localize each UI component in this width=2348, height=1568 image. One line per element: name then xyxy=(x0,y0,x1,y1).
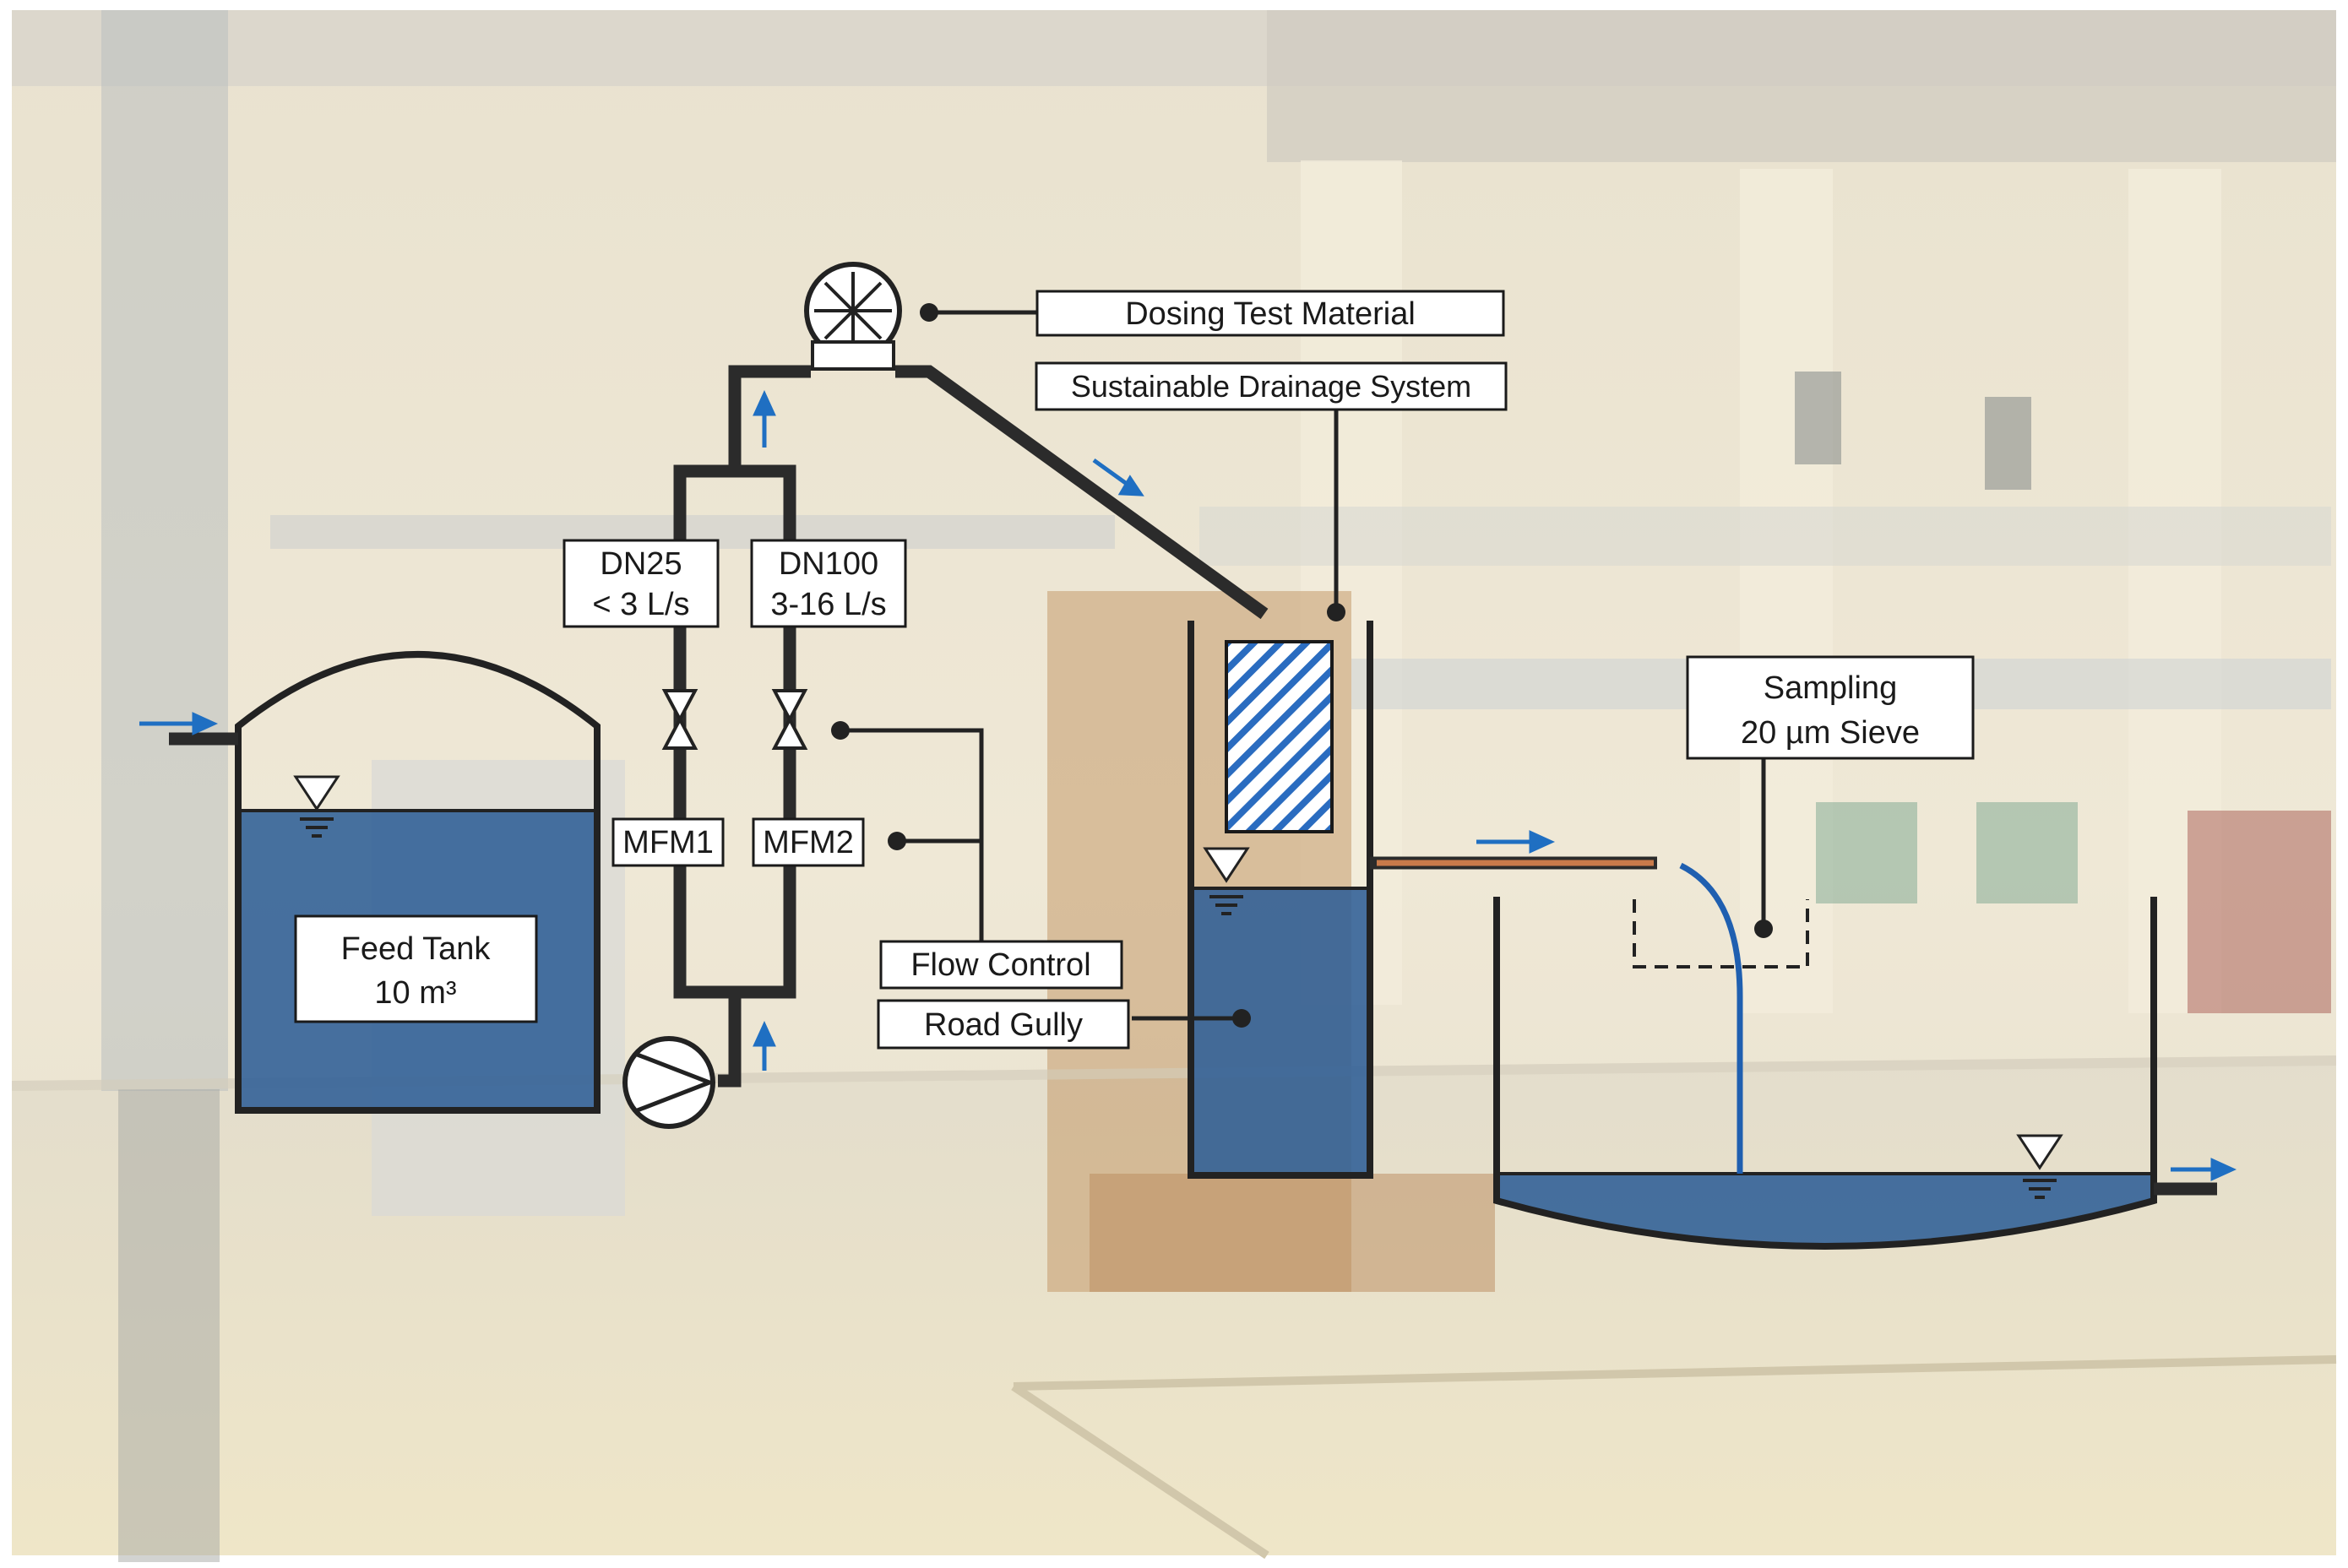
overhead-duct xyxy=(1199,507,2331,566)
leader-dot xyxy=(888,832,906,850)
flow-arrow-icon xyxy=(1476,830,1556,854)
label-mfm2-text: MFM2 xyxy=(763,825,854,860)
label-feed-tank-line2: 10 m³ xyxy=(374,975,456,1011)
label-sampling: Sampling 20 µm Sieve xyxy=(1686,655,1975,760)
floor-marking xyxy=(1011,1382,1269,1560)
crane-structure xyxy=(1267,10,2336,162)
label-dosing-text: Dosing Test Material xyxy=(1125,296,1416,332)
label-road-gully: Road Gully xyxy=(877,999,1130,1050)
parallel-lines-loop xyxy=(673,464,796,999)
label-dn25-line2: < 3 L/s xyxy=(592,587,689,622)
label-mfm1: MFM1 xyxy=(611,817,725,867)
label-dn25: DN25 < 3 L/s xyxy=(563,539,720,628)
road-gully-outline xyxy=(1188,621,1373,1179)
leader-dot xyxy=(831,721,850,740)
collection-basin-water xyxy=(1497,1174,2154,1246)
label-feed-tank: Feed Tank 10 m³ xyxy=(294,914,538,1023)
pallet-stack xyxy=(1090,1174,1495,1292)
downcomer-pipe xyxy=(895,365,1269,620)
steel-column xyxy=(101,10,228,1091)
label-dn100-line1: DN100 xyxy=(779,546,878,582)
gate-valve-icon xyxy=(661,689,698,750)
label-flow-control-text: Flow Control xyxy=(910,947,1090,983)
road-gully xyxy=(1188,621,1373,1179)
collection-basin xyxy=(1493,862,2157,1250)
floor-rail xyxy=(118,1089,220,1562)
label-dn100: DN100 3-16 L/s xyxy=(750,539,907,628)
flow-control-leader xyxy=(840,728,984,941)
collection-basin-outline xyxy=(1493,897,2157,1250)
label-dn100-line2: 3-16 L/s xyxy=(770,587,886,622)
diaphragm-pump-icon xyxy=(804,262,902,371)
floor-marking xyxy=(1013,1355,2337,1391)
wall-window xyxy=(1795,372,1841,464)
wall-window xyxy=(1985,397,2031,490)
flow-arrows xyxy=(139,389,2237,1181)
flow-arrow-icon xyxy=(753,1020,776,1071)
water-level-icon xyxy=(1203,847,1250,915)
riser-pipe xyxy=(728,365,811,471)
feed-tank-outline xyxy=(235,651,601,1114)
label-dosing: Dosing Test Material xyxy=(1035,290,1505,337)
label-mfm1-text: MFM1 xyxy=(622,825,714,860)
gate-valve-icon xyxy=(771,689,808,750)
green-cabinet xyxy=(1976,802,2078,903)
flow-arrow-icon xyxy=(753,389,776,448)
flow-arrow-icon xyxy=(139,712,219,735)
label-suds: Sustainable Drainage System xyxy=(1035,361,1508,411)
sampling-sieve xyxy=(1633,899,1809,968)
label-flow-control: Flow Control xyxy=(879,940,1123,990)
label-feed-tank-line1: Feed Tank xyxy=(341,931,492,967)
water-level-icon xyxy=(293,775,340,838)
centrifugal-pump-icon xyxy=(622,1036,715,1129)
outflow-jet xyxy=(1679,862,1743,1174)
label-dn25-line1: DN25 xyxy=(600,546,682,582)
leader-dot xyxy=(1754,920,1773,938)
green-cabinet xyxy=(1816,802,1917,903)
label-mfm2: MFM2 xyxy=(752,817,865,867)
piping xyxy=(169,365,2217,1196)
water-level-icon xyxy=(2016,1134,2063,1199)
leader-lines xyxy=(831,303,1773,1028)
flow-arrow-icon xyxy=(2171,1158,2237,1181)
label-suds-text: Sustainable Drainage System xyxy=(1071,369,1471,404)
background-photo xyxy=(12,10,2337,1562)
flow-arrow-icon xyxy=(1092,458,1144,496)
sustainable-drainage-filter xyxy=(1225,640,1334,833)
leader-dot xyxy=(920,303,938,322)
label-sampling-line2: 20 µm Sieve xyxy=(1741,715,1920,751)
label-sampling-line1: Sampling xyxy=(1764,670,1897,706)
leader-dot xyxy=(1327,603,1345,621)
label-road-gully-text: Road Gully xyxy=(924,1007,1083,1043)
leader-dot xyxy=(1232,1009,1251,1028)
road-gully-water xyxy=(1191,888,1370,1175)
red-cabinet xyxy=(2188,811,2331,1013)
